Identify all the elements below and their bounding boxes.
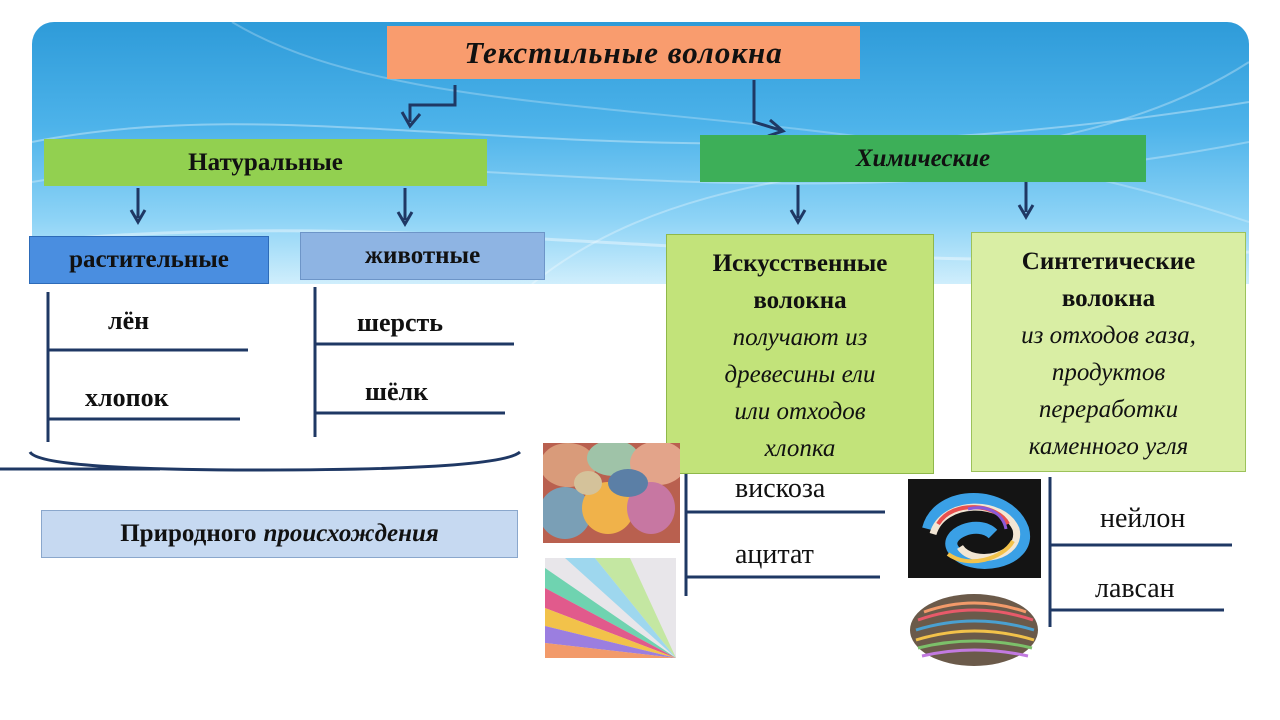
animal-fibers-label: животные — [364, 242, 481, 269]
synthetic-desc-line: каменного угля — [1028, 433, 1189, 460]
fiber-wool: шерсть — [357, 308, 444, 337]
natural-category-box: Натуральные — [44, 139, 487, 186]
lavsan-fiber-photo — [908, 590, 1041, 670]
artificial-title-line2: волокна — [753, 287, 847, 314]
synthetic-title-line2: волокна — [1061, 285, 1156, 312]
synthetic-desc-line: переработки — [1038, 396, 1179, 423]
natural-origin-bold: Природного — [120, 520, 257, 547]
chemical-category-box: Химические — [700, 135, 1146, 182]
synthetic-desc-line: продуктов — [1051, 359, 1166, 386]
fiber-cotton: хлопок — [85, 383, 169, 412]
synthetic-fibers-box: Синтетические волокна из отходов газа, п… — [971, 232, 1246, 472]
animal-fibers-box: животные — [300, 232, 545, 280]
fiber-acetate: ацитат — [735, 539, 814, 570]
artificial-desc-line: получают из — [732, 324, 868, 351]
fiber-flax: лён — [108, 306, 150, 335]
artificial-fibers-box: Искусственные волокна получают из древес… — [666, 234, 934, 474]
synthetic-title-line1: Синтетические — [1021, 248, 1196, 275]
synthetic-desc-line: из отходов газа, — [1021, 322, 1196, 349]
fiber-nylon: нейлон — [1100, 503, 1186, 534]
artificial-desc-line: хлопка — [764, 435, 836, 462]
acetate-fabric-photo — [545, 558, 676, 658]
viscose-fabric-photo — [543, 443, 680, 543]
plant-fibers-label: растительные — [69, 246, 229, 273]
natural-origin-box: Природного происхождения — [41, 510, 518, 558]
nylon-fiber-photo — [908, 479, 1041, 578]
plant-fibers-box: растительные — [29, 236, 269, 284]
fiber-silk: шёлк — [365, 377, 429, 406]
artificial-desc-line: или отходов — [734, 398, 866, 425]
artificial-desc-line: древесины ели — [724, 361, 876, 388]
chemical-category-label: Химические — [855, 144, 991, 172]
artificial-title-line1: Искусственные — [712, 250, 888, 277]
diagram-title-text: Текстильные волокна — [464, 34, 783, 70]
fiber-lavsan: лавсан — [1095, 573, 1175, 604]
fiber-viscose: вискоза — [735, 473, 826, 504]
natural-category-label: Натуральные — [188, 148, 343, 176]
natural-origin-italic: происхождения — [263, 520, 439, 547]
diagram-title: Текстильные волокна — [387, 26, 860, 79]
